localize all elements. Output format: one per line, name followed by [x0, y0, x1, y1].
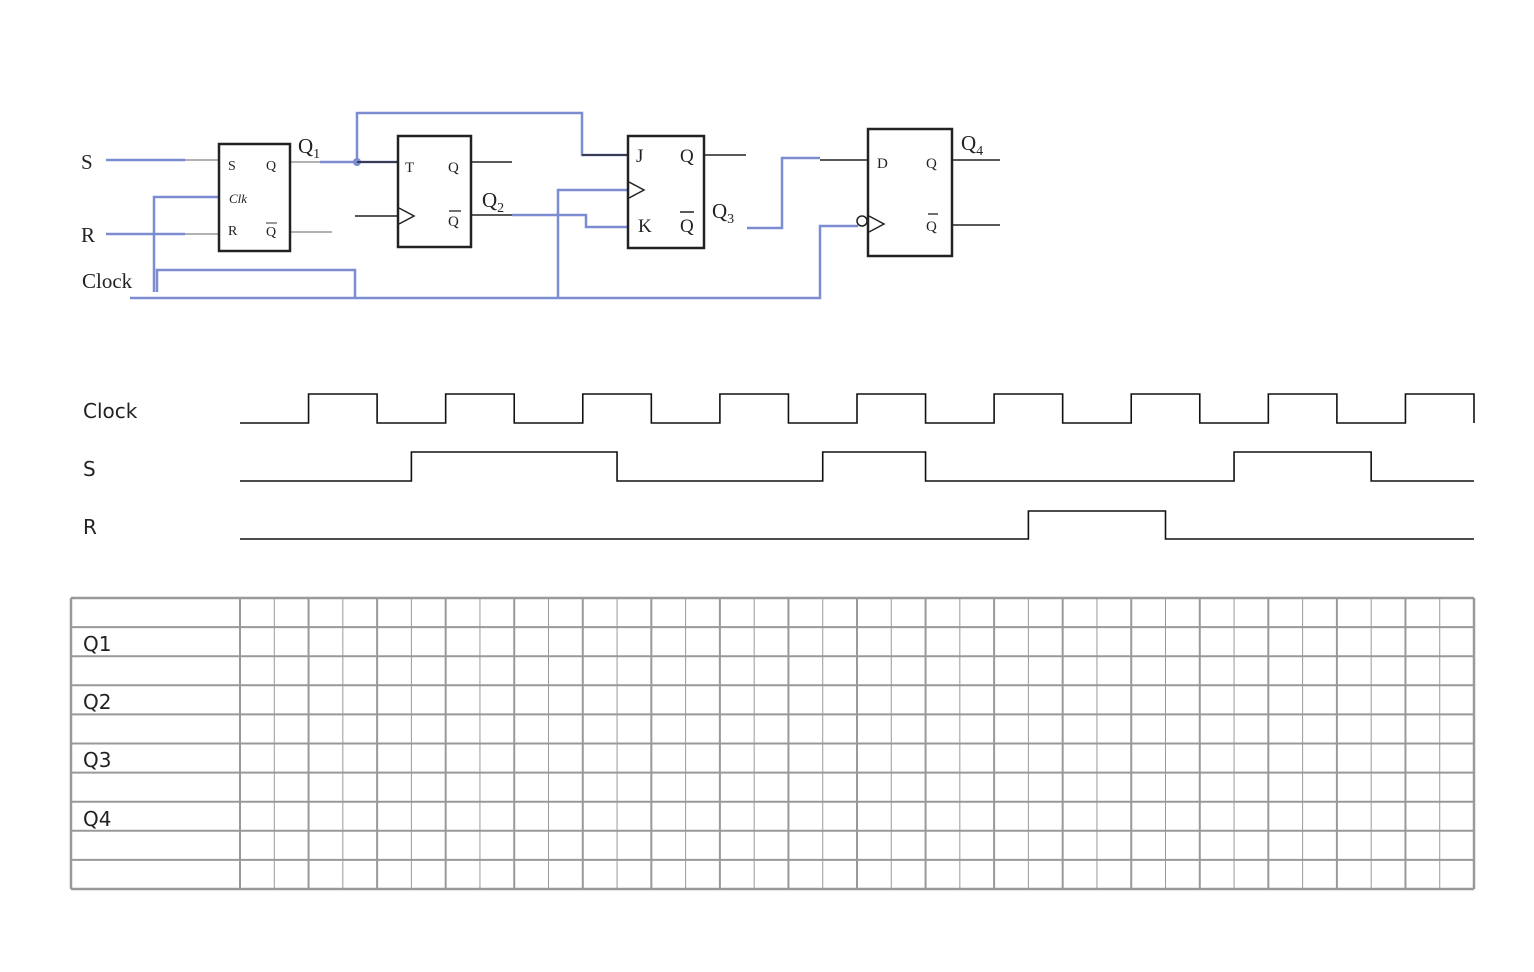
- output-label-q2: Q2: [482, 188, 504, 216]
- circuit-black-wires: [185, 154, 1000, 235]
- timing-label-clock: Clock: [83, 399, 138, 423]
- grid-row-label-q3: Q3: [83, 748, 111, 772]
- timing-label-r: R: [83, 515, 97, 539]
- grid-row-label-q2: Q2: [83, 690, 111, 714]
- timing-diagram: Clock S R: [83, 393, 1475, 540]
- d-flip-flop: D Q Q: [856, 127, 954, 258]
- jk-ff-q-pin: Q: [680, 146, 694, 167]
- input-label-s: S: [81, 150, 93, 174]
- d-ff-q-pin: Q: [926, 156, 937, 172]
- sr-ff-q-pin: Q: [266, 159, 276, 174]
- sr-ff-r-pin: R: [228, 224, 238, 239]
- d-ff-clock-triangle: [868, 215, 886, 233]
- input-label-r: R: [81, 223, 95, 247]
- t-ff-qbar-pin: Q: [448, 214, 459, 230]
- sr-ff-s-pin: S: [228, 159, 236, 174]
- jk-ff-j-pin: J: [636, 146, 643, 167]
- r-waveform: [240, 510, 1474, 540]
- jk-ff-clock-triangle: [628, 181, 646, 199]
- grid-row-label-q4: Q4: [83, 807, 111, 831]
- input-label-clock: Clock: [82, 269, 133, 293]
- clock-waveform: [240, 393, 1475, 424]
- t-ff-clock-triangle: [398, 207, 416, 225]
- sr-ff-qbar-pin: Q: [266, 225, 276, 240]
- grid-row-label-q1: Q1: [83, 632, 111, 656]
- jk-ff-k-pin: K: [638, 216, 652, 237]
- d-ff-qbar-pin: Q: [926, 219, 937, 235]
- output-label-q3: Q3: [712, 199, 734, 227]
- sr-flip-flop: S Q Clk R Q: [217, 142, 292, 253]
- answer-grid: Q1 Q2 Q3 Q4: [69, 596, 1476, 891]
- grid-lines: [69, 596, 1476, 891]
- s-waveform: [240, 451, 1474, 482]
- t-ff-q-pin: Q: [448, 160, 459, 176]
- t-flip-flop: T Q Q: [396, 134, 473, 249]
- jk-flip-flop: J Q K Q: [626, 134, 706, 250]
- d-ff-inverted-clock-bubble: [856, 215, 868, 227]
- sr-ff-clk-pin: Clk: [229, 191, 247, 206]
- jk-ff-qbar-pin: Q: [680, 216, 694, 237]
- output-label-q1: Q1: [298, 134, 320, 162]
- t-ff-t-pin: T: [405, 160, 414, 176]
- output-label-q4: Q4: [961, 131, 983, 159]
- d-ff-d-pin: D: [877, 156, 888, 172]
- timing-label-s: S: [83, 457, 96, 481]
- circuit-wires: [106, 111, 858, 300]
